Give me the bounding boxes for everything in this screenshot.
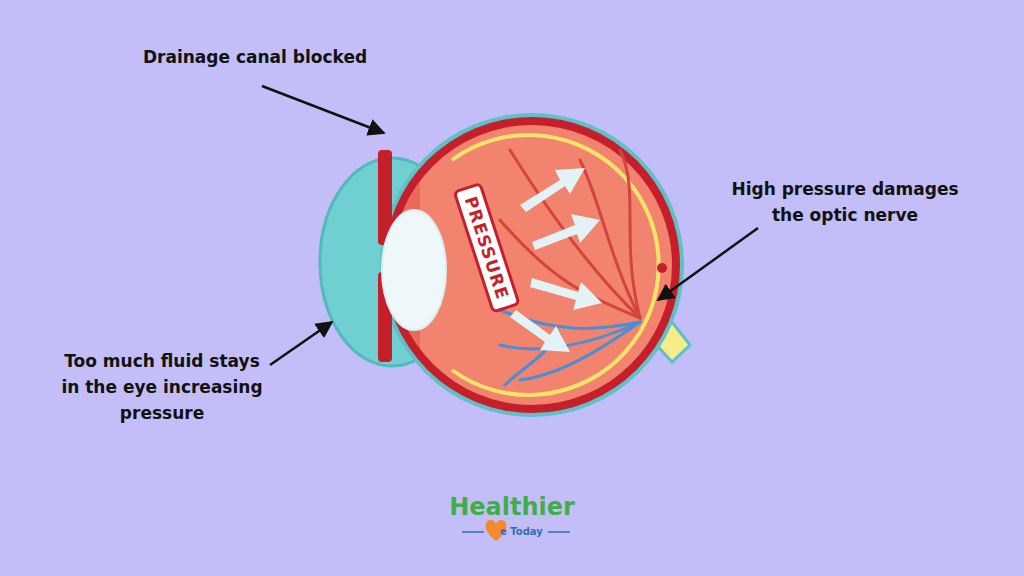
logo-mark	[462, 520, 570, 541]
callout-label: High pressure damages the optic nerve	[730, 176, 960, 228]
lens	[382, 210, 446, 330]
retina	[452, 135, 659, 395]
callout-label: Drainage canal blocked	[125, 44, 385, 70]
globe-outer	[380, 113, 684, 417]
eye	[320, 110, 690, 430]
logo-text: Healthier	[412, 493, 612, 521]
callout-label: Too much fluid stays in the eye increasi…	[57, 348, 267, 426]
leader-lines	[262, 86, 758, 365]
blood-vessels	[500, 150, 640, 385]
logo-text: e Today	[500, 526, 543, 538]
pressure-arrows	[510, 168, 602, 352]
